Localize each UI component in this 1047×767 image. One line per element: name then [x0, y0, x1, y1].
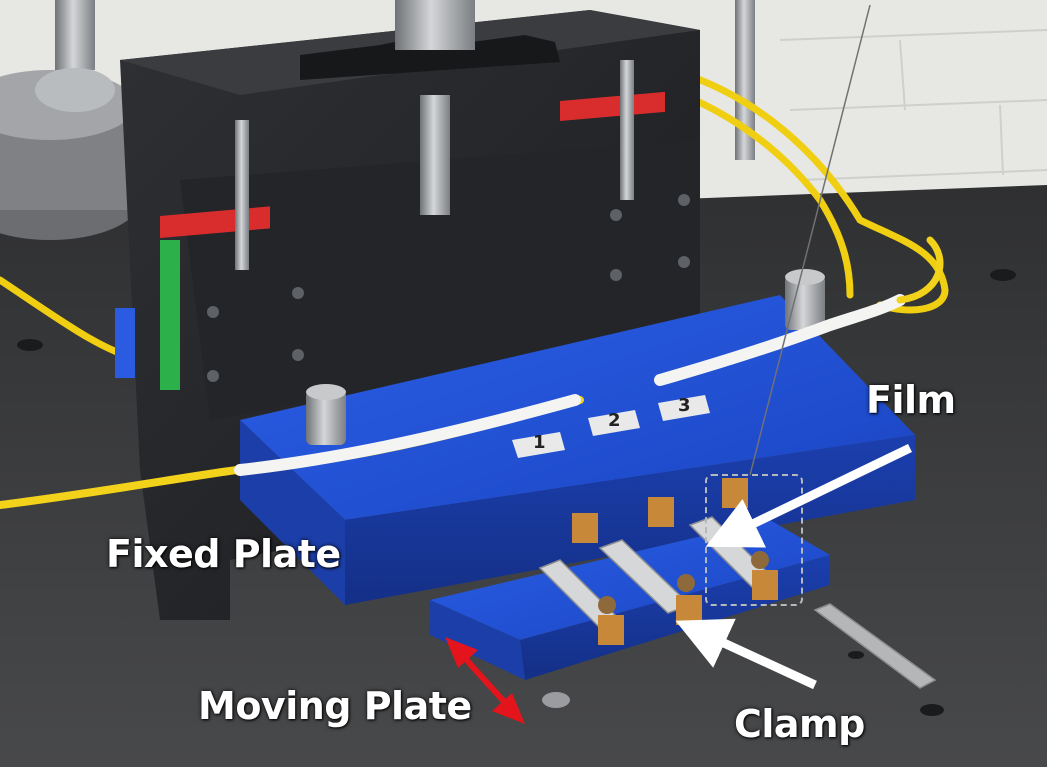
- motion-double-arrow: [445, 637, 525, 724]
- film-arrow: [705, 443, 912, 548]
- yellow-cables-front: [0, 236, 944, 509]
- table-holes: [17, 269, 1016, 716]
- sticker-number-3: 3: [678, 395, 691, 416]
- knurled-knobs: [306, 269, 825, 445]
- clamp-label: Clamp: [734, 702, 865, 746]
- sticker-group: [512, 395, 710, 458]
- sticker-number-2: 2: [608, 410, 621, 431]
- clamp-screws: [598, 551, 769, 614]
- wall-bricks: [779, 29, 1047, 181]
- moving-plate-label: Moving Plate: [198, 684, 472, 728]
- film-label: Film: [866, 378, 956, 422]
- fixed-plate-label: Fixed Plate: [106, 532, 341, 576]
- background-machinery: [0, 0, 755, 240]
- sticker-number-1: 1: [533, 432, 546, 453]
- clamp-arrow: [675, 618, 817, 690]
- film-leader-line: [749, 4, 871, 476]
